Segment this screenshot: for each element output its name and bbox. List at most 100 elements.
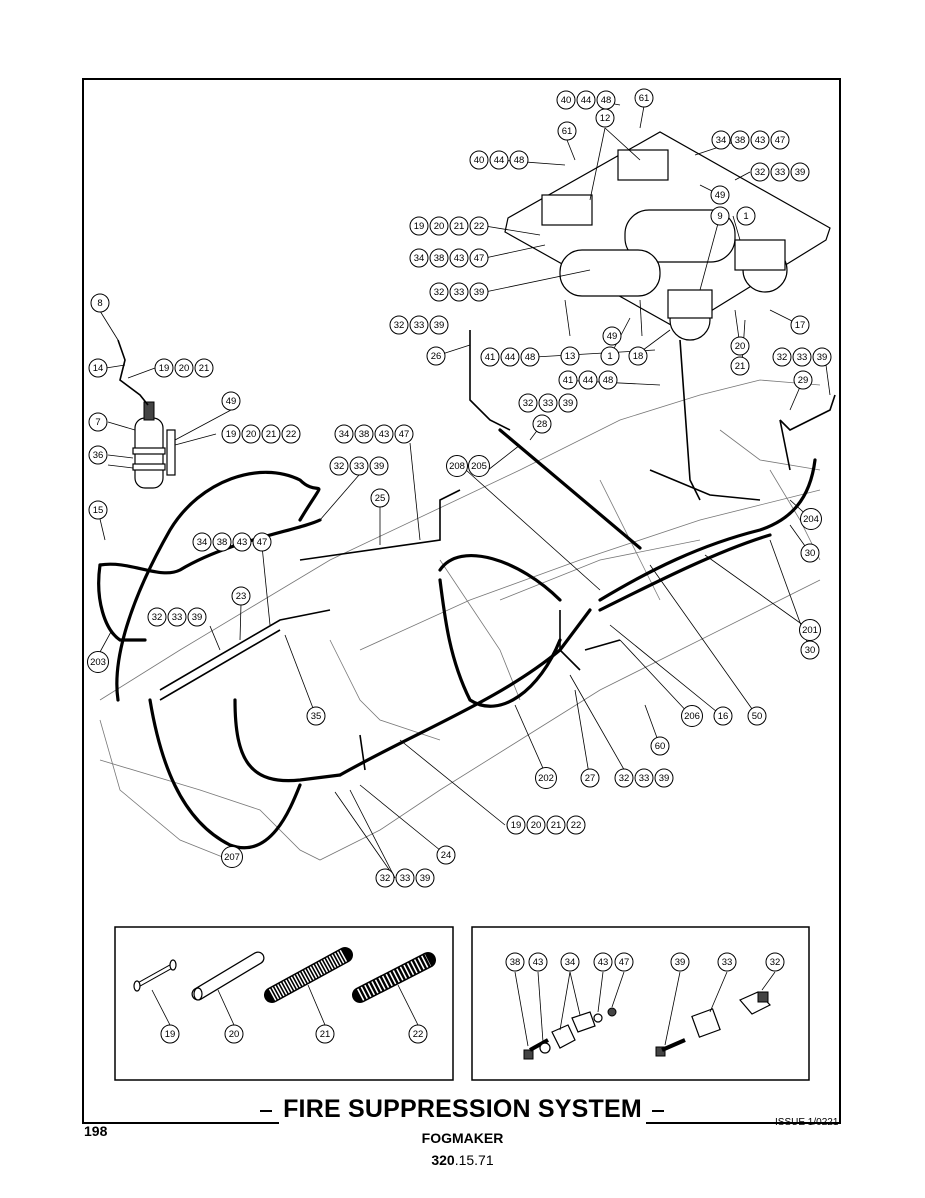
main-callout-39: 39 [558, 393, 578, 413]
mounting-plate [504, 131, 831, 341]
clamp-34a [551, 1024, 576, 1049]
main-callout-39: 39 [369, 456, 389, 476]
detail-right-callout-38: 38 [505, 952, 525, 972]
main-callout-43: 43 [232, 532, 252, 552]
main-callout-number: 22 [286, 429, 297, 440]
main-callout-number: 8 [97, 298, 102, 309]
detail-left-parts [133, 947, 436, 1026]
main-callout-number: 18 [633, 351, 644, 362]
detail-right-callout-43: 43 [593, 952, 613, 972]
main-callout-number: 39 [563, 398, 574, 409]
main-callout-number: 33 [172, 612, 183, 623]
main-callout-32: 32 [614, 768, 634, 788]
detail-right-callout-number: 47 [619, 957, 630, 968]
main-callout-39: 39 [790, 162, 810, 182]
main-callout-number: 201 [802, 625, 818, 636]
main-callout-22: 22 [469, 216, 489, 236]
detail-left-callout-number: 21 [320, 1029, 331, 1040]
main-callout-30: 30 [800, 543, 820, 563]
main-callout-30: 30 [800, 640, 820, 660]
main-callout-32: 32 [750, 162, 770, 182]
clamp-block-32-dark [757, 991, 769, 1003]
sleeve-20 [191, 951, 265, 1001]
main-callout-20: 20 [429, 216, 449, 236]
main-callout-number: 34 [339, 429, 350, 440]
main-callout-number: 44 [581, 95, 592, 106]
main-callout-number: 19 [226, 429, 237, 440]
main-callout-number: 33 [797, 352, 808, 363]
main-callout-number: 41 [485, 352, 496, 363]
main-callout-number: 43 [379, 429, 390, 440]
main-callout-number: 204 [803, 514, 819, 525]
main-callout-number: 21 [266, 429, 277, 440]
page-number: 198 [84, 1123, 108, 1139]
main-callout-number: 43 [755, 135, 766, 146]
issue-label: ISSUE 1/0221 [775, 1117, 839, 1128]
main-callout-number: 47 [257, 537, 268, 548]
main-callout-7: 7 [88, 412, 108, 432]
detail-left-callout-21: 21 [315, 1024, 335, 1044]
main-callout-14: 14 [88, 358, 108, 378]
extinguisher-cylinder-lower [559, 249, 661, 297]
main-callout-number: 27 [585, 773, 596, 784]
main-callout-38: 38 [354, 424, 374, 444]
main-callout-number: 202 [538, 773, 554, 784]
detail-right-callout-34: 34 [560, 952, 580, 972]
main-callout-number: 36 [93, 450, 104, 461]
main-callout-20: 20 [730, 336, 750, 356]
main-callout-29: 29 [793, 370, 813, 390]
main-callout-number: 207 [224, 852, 240, 863]
main-callout-207: 207 [221, 846, 243, 868]
main-callout-33: 33 [634, 768, 654, 788]
main-callout-43: 43 [374, 424, 394, 444]
main-callout-20: 20 [241, 424, 261, 444]
main-callout-number: 23 [236, 591, 247, 602]
main-callout-18: 18 [628, 346, 648, 366]
main-callout-number: 43 [237, 537, 248, 548]
main-callout-201: 201 [799, 619, 821, 641]
main-callout-number: 32 [434, 287, 445, 298]
main-callout-number: 48 [601, 95, 612, 106]
main-callout-number: 35 [311, 711, 322, 722]
detail-right-callout-47: 47 [614, 952, 634, 972]
title-block: FIRE SUPPRESSION SYSTEM [0, 1095, 925, 1124]
main-callout-32: 32 [329, 456, 349, 476]
main-callout-38: 38 [730, 130, 750, 150]
extinguisher-cylinder-upper [624, 209, 736, 263]
main-callout-33: 33 [167, 607, 187, 627]
main-callout-208: 208 [446, 455, 468, 477]
main-callout-33: 33 [349, 456, 369, 476]
main-callout-34: 34 [409, 248, 429, 268]
cylinder-valve [143, 401, 155, 421]
main-callout-39: 39 [654, 768, 674, 788]
main-callout-number: 20 [531, 820, 542, 831]
main-callout-12: 12 [595, 108, 615, 128]
main-callout-44: 44 [500, 347, 520, 367]
main-callout-number: 19 [414, 221, 425, 232]
main-callout-17: 17 [790, 315, 810, 335]
main-callout-number: 43 [454, 253, 465, 264]
page-subtitle: FOGMAKER [421, 1130, 504, 1146]
main-callout-41: 41 [480, 347, 500, 367]
bracket-49-left [166, 429, 176, 476]
main-callout-number: 47 [775, 135, 786, 146]
main-callout-34: 34 [192, 532, 212, 552]
main-callout-number: 48 [525, 352, 536, 363]
main-callout-49: 49 [221, 391, 241, 411]
main-callout-44: 44 [489, 150, 509, 170]
main-callout-number: 44 [494, 155, 505, 166]
main-callout-48: 48 [596, 90, 616, 110]
main-callout-number: 25 [375, 493, 386, 504]
main-callout-number: 47 [399, 429, 410, 440]
main-callout-38: 38 [429, 248, 449, 268]
main-callout-13: 13 [560, 346, 580, 366]
main-callout-number: 7 [95, 417, 100, 428]
main-callout-number: 33 [400, 873, 411, 884]
main-callout-number: 20 [735, 341, 746, 352]
main-callout-23: 23 [231, 586, 251, 606]
main-callout-number: 32 [523, 398, 534, 409]
main-callout-15: 15 [88, 500, 108, 520]
main-callout-number: 26 [431, 351, 442, 362]
main-callout-number: 1 [607, 351, 612, 362]
main-callout-number: 208 [449, 461, 465, 472]
